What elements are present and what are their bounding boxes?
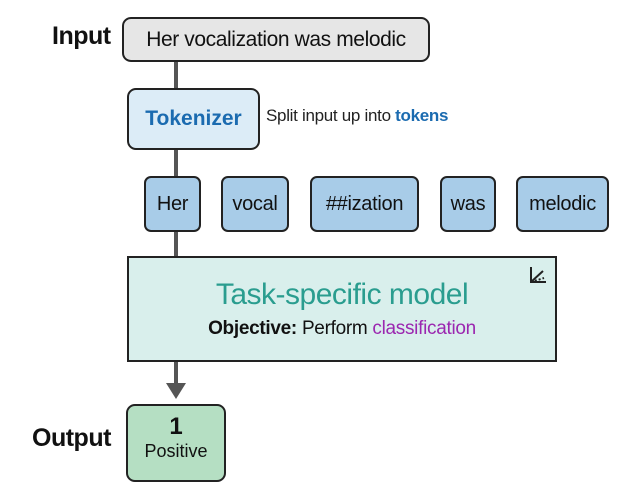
token-text: vocal	[232, 192, 278, 215]
tokenizer-note: Split input up into tokens	[266, 106, 448, 126]
model-title: Task-specific model	[215, 278, 469, 311]
token-her: Her	[144, 176, 201, 232]
tokenizer-box: Tokenizer	[127, 88, 260, 150]
objective-text: Perform	[301, 318, 368, 339]
token-text: ##ization	[325, 192, 404, 215]
output-label: Output	[32, 424, 111, 452]
output-arrowhead	[166, 383, 186, 399]
input-sentence: Her vocalization was melodic	[146, 27, 406, 51]
token-vocal: vocal	[221, 176, 289, 232]
output-class-label: Positive	[144, 441, 208, 461]
task-specific-model-box: Task-specific model Objective: Perform c…	[127, 256, 557, 362]
token-text: melodic	[529, 192, 596, 215]
token-was: was	[440, 176, 496, 232]
token-text: Her	[156, 192, 189, 215]
output-box: 1 Positive	[126, 404, 226, 482]
objective-label: Objective:	[208, 318, 297, 339]
tokenizer-label: Tokenizer	[145, 107, 242, 130]
token-ization: ##ization	[310, 176, 419, 232]
model-objective: Objective: Perform classification	[129, 318, 555, 340]
token-melodic: melodic	[516, 176, 609, 232]
input-label: Input	[52, 22, 111, 50]
input-text-box: Her vocalization was melodic	[122, 17, 430, 62]
chart-axes-icon	[530, 267, 546, 283]
tokenizer-note-highlight: tokens	[395, 106, 449, 125]
token-text: was	[450, 192, 486, 215]
output-value: 1	[169, 413, 183, 440]
tokenizer-note-text: Split input up into	[266, 106, 391, 125]
objective-highlight: classification	[372, 318, 476, 339]
